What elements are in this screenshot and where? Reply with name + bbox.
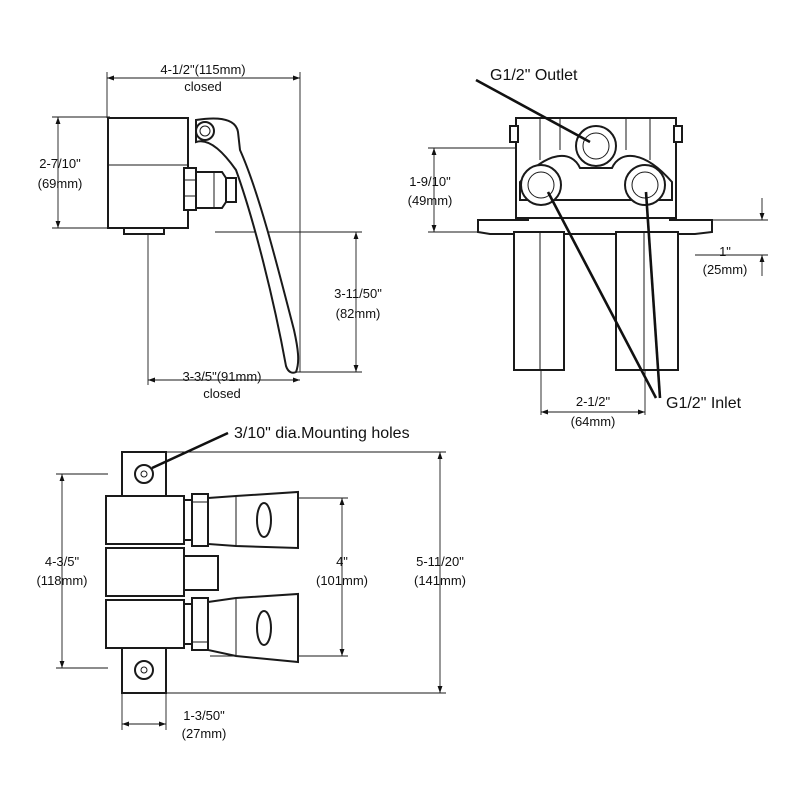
width-closed-note: closed: [184, 79, 222, 94]
lever-drop-label-in: 3-11/50": [334, 286, 382, 301]
inlet-label: G1/2" Inlet: [666, 395, 742, 412]
top-view: 3/10" dia.Mounting holes 4-3/5" (118mm) …: [36, 425, 466, 741]
inlet-port-right: [624, 164, 666, 206]
center-stem: [183, 555, 219, 591]
valve-leg-left: [513, 231, 565, 371]
upper-lever-slot: [256, 502, 272, 538]
mounting-hole-top: [134, 464, 154, 484]
lower-valve-block: [105, 599, 185, 649]
upper-valve-block: [105, 495, 185, 545]
width-closed-label: 4-1/2"(115mm): [160, 62, 245, 77]
inlet-port-left: [520, 164, 562, 206]
inlet-leader-left: [546, 191, 658, 399]
mounting-holes-leader: [151, 431, 229, 470]
inlet-leader-right: [644, 191, 662, 399]
outlet-label: G1/2" Outlet: [490, 67, 578, 84]
lever-arm: [195, 117, 300, 374]
outlet-height-label-in: 1-9/10": [409, 174, 451, 189]
flange-height-label-mm: (25mm): [703, 262, 748, 277]
inlet-spacing-label-in: 2-1/2": [576, 394, 611, 409]
flange-height-label-in: 1": [719, 244, 731, 259]
valve-body: [107, 117, 189, 229]
mounting-hole-bottom: [134, 660, 154, 680]
body-length-label-mm: (118mm): [36, 573, 87, 588]
lever-span-label-in: 4": [336, 554, 348, 569]
height-label-mm: (69mm): [38, 176, 83, 191]
pivot-pin: [195, 121, 215, 141]
valve-leg-right: [615, 231, 679, 371]
outlet-port: [575, 125, 617, 167]
body-length-label-in: 4-3/5": [45, 554, 80, 569]
outlet-leader: [475, 78, 591, 144]
mounting-holes-label: 3/10" dia.Mounting holes: [234, 425, 410, 442]
side-view: 4-1/2"(115mm) closed 2-7/10" (69mm) 3-11…: [38, 62, 383, 401]
push-plunger: [195, 171, 227, 209]
outlet-height-label-mm: (49mm): [408, 193, 453, 208]
overall-length-label-in: 5-11/20": [416, 554, 464, 569]
mounting-base: [123, 227, 165, 235]
base-width-label-mm: (27mm): [182, 726, 227, 741]
height-label-in: 2-7/10": [39, 156, 81, 171]
lower-lever-slot: [256, 610, 272, 646]
center-valve-block: [105, 547, 185, 597]
lever-span-label-mm: (101mm): [316, 573, 368, 588]
base-width-label-in: 1-3/50": [183, 708, 225, 723]
lower-lever-paddle: [207, 592, 299, 664]
front-view: G1/2" Outlet G1/2" Inlet 1-9/10" (49mm) …: [408, 67, 768, 429]
hex-nut: [183, 167, 197, 211]
inlet-spacing-label-mm: (64mm): [571, 414, 616, 429]
lever-reach-label: 3-3/5"(91mm): [182, 369, 261, 384]
lever-drop-label-mm: (82mm): [336, 306, 381, 321]
upper-lever-paddle: [207, 490, 299, 550]
lever-reach-note: closed: [203, 386, 241, 401]
overall-length-label-mm: (141mm): [414, 573, 466, 588]
